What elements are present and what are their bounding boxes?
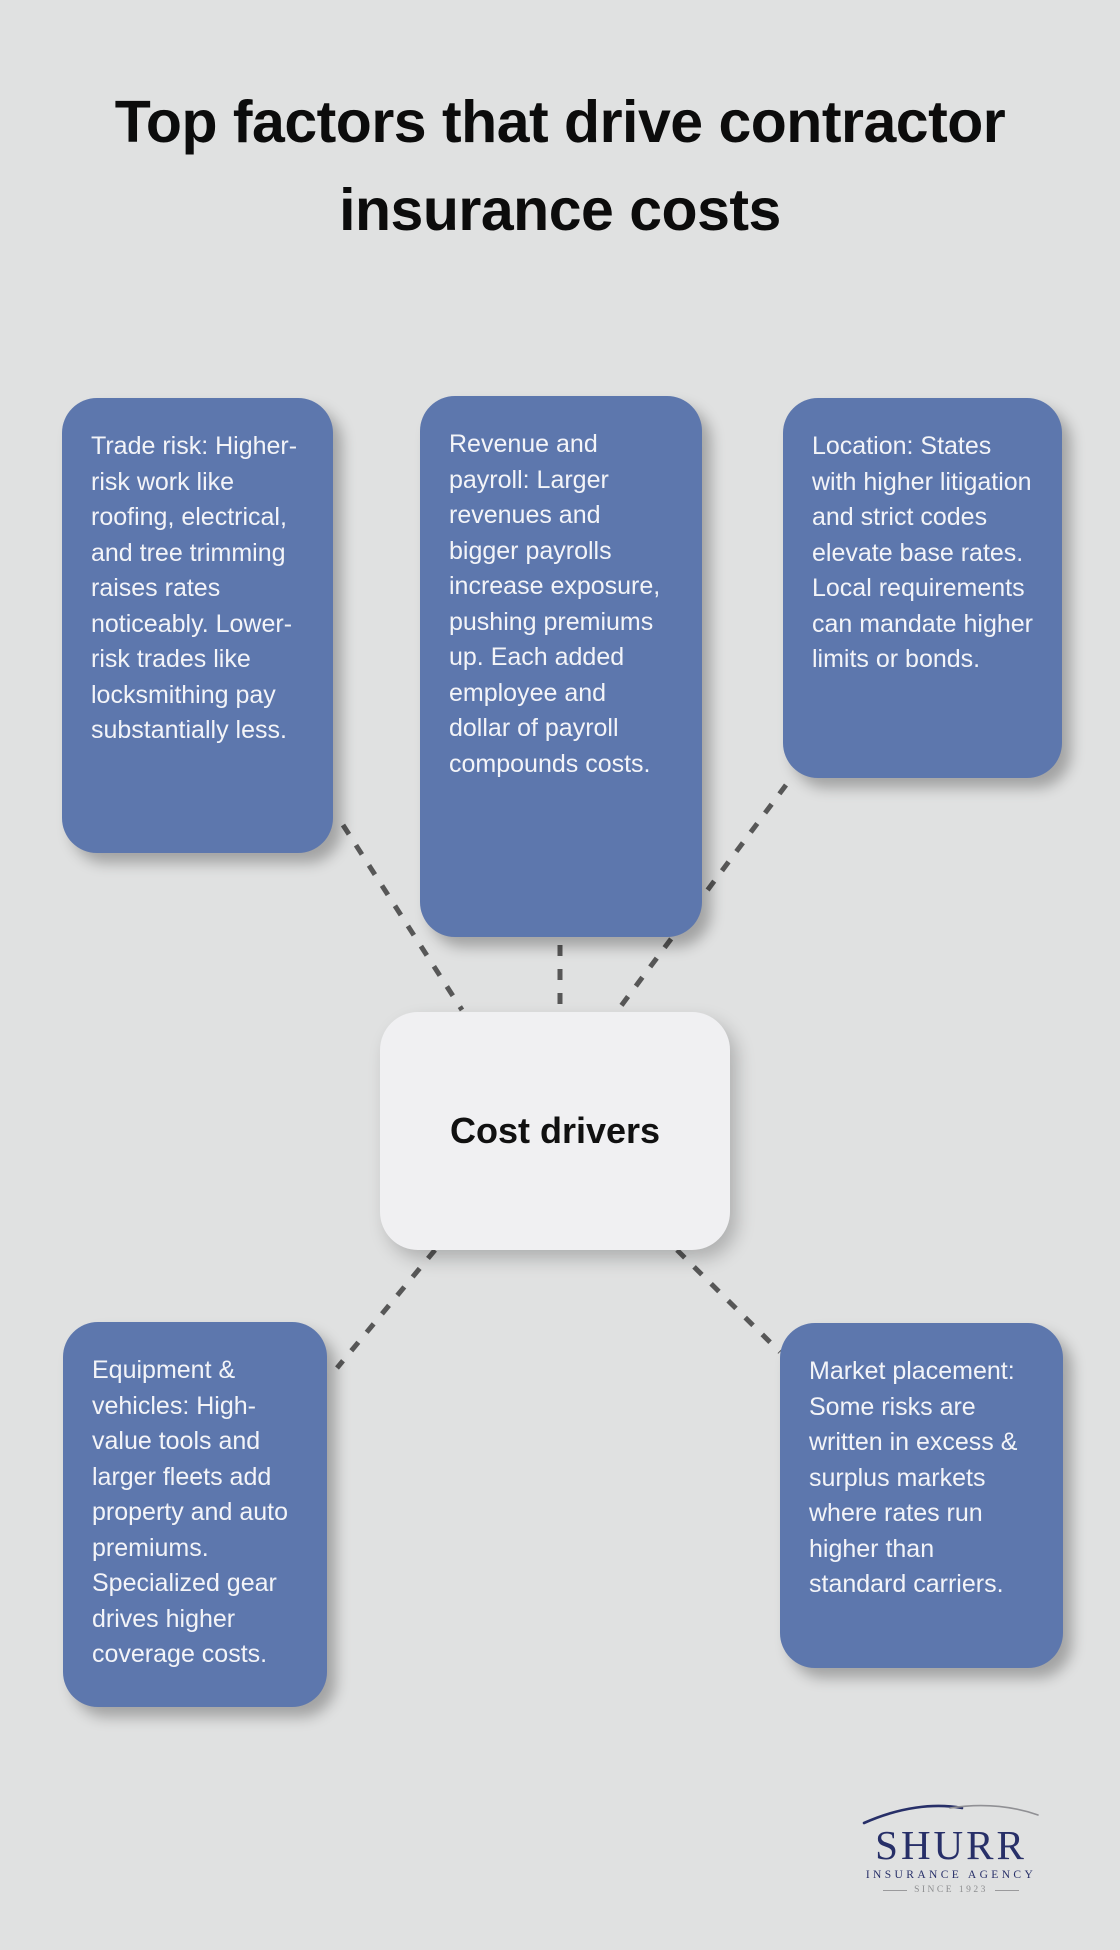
page-title: Top factors that drive contractor insura… bbox=[114, 89, 1006, 243]
factor-text-location: Location: States with higher litigation … bbox=[812, 432, 1033, 673]
factor-box-trade-risk: Trade risk: Higher-risk work like roofin… bbox=[62, 398, 333, 853]
factor-box-equipment-vehicles: Equipment & vehicles: High-value tools a… bbox=[63, 1322, 327, 1707]
factor-text-equipment-vehicles: Equipment & vehicles: High-value tools a… bbox=[92, 1356, 288, 1668]
logo-swoosh-icon bbox=[862, 1804, 1039, 1825]
logo-wordmark: SHURR bbox=[875, 1822, 1027, 1868]
logo-shurr-insurance: SHURR INSURANCE AGENCY SINCE 1923 bbox=[855, 1800, 1047, 1895]
logo-tagline-text: SINCE 1923 bbox=[914, 1885, 988, 1895]
factor-text-trade-risk: Trade risk: Higher-risk work like roofin… bbox=[91, 432, 298, 744]
factor-text-market-placement: Market placement: Some risks are written… bbox=[809, 1357, 1018, 1598]
logo-tagline: SINCE 1923 bbox=[855, 1885, 1047, 1895]
center-node-cost-drivers: Cost drivers bbox=[380, 1012, 730, 1250]
tagline-rule-right bbox=[994, 1889, 1019, 1891]
center-node-label: Cost drivers bbox=[449, 1110, 661, 1151]
factor-box-location: Location: States with higher litigation … bbox=[783, 398, 1062, 778]
connector-market-placement bbox=[675, 1248, 782, 1354]
tagline-rule-left bbox=[883, 1889, 908, 1891]
logo-subtitle: INSURANCE AGENCY bbox=[865, 1869, 1037, 1881]
factor-text-revenue-payroll: Revenue and payroll: Larger revenues and… bbox=[449, 430, 661, 778]
factor-box-revenue-payroll: Revenue and payroll: Larger revenues and… bbox=[420, 396, 702, 937]
factor-box-market-placement: Market placement: Some risks are written… bbox=[780, 1323, 1063, 1668]
connector-equipment-vehicles bbox=[335, 1248, 437, 1370]
